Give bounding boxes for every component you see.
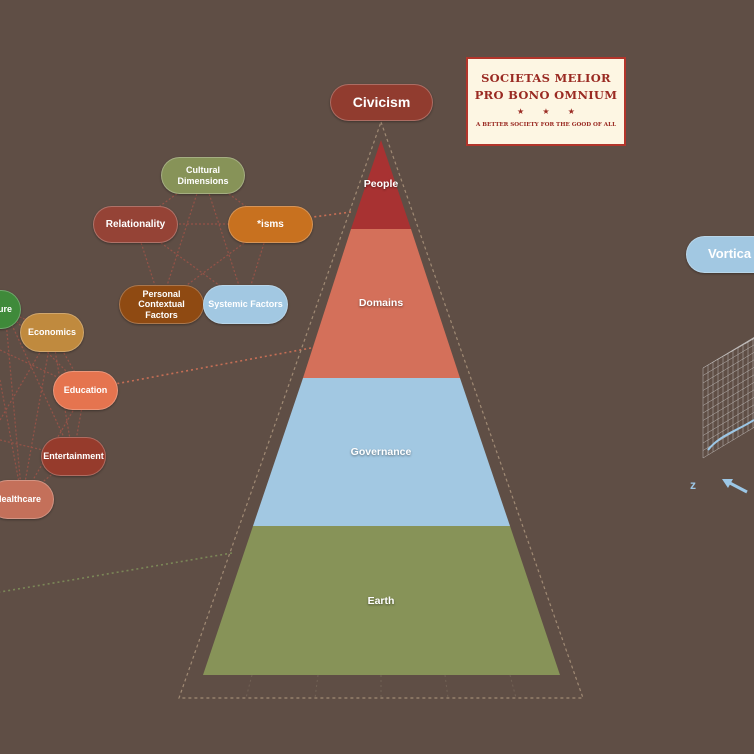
- title-civicism-pill[interactable]: Civicism: [330, 84, 433, 121]
- pyramid-tier-earth[interactable]: [203, 526, 560, 675]
- motto-line1: SOCIETAS MELIOR: [481, 71, 611, 85]
- node-economics[interactable]: Economics: [20, 313, 84, 352]
- connector-lines: [0, 211, 352, 593]
- node-vortical[interactable]: Vortica: [686, 236, 754, 273]
- motto-line2: PRO BONO OMNIUM: [474, 87, 618, 102]
- z-axis-arrow-icon: [722, 479, 748, 494]
- node-personal-contextual-factors[interactable]: Personal Contextual Factors: [119, 285, 204, 324]
- node-healthcare[interactable]: Healthcare: [0, 480, 54, 519]
- tier-label-domains: Domains: [358, 297, 404, 309]
- connector-earth-to-left: [0, 552, 233, 593]
- motto-subtitle: A BETTER SOCIETY FOR THE GOOD OF ALL: [475, 122, 617, 129]
- vortical-3d-grid: [702, 337, 754, 459]
- pyramid-tier-governance[interactable]: [253, 378, 510, 526]
- connector-people-to-isms: [312, 211, 352, 218]
- node-relationality[interactable]: Relationality: [93, 206, 178, 243]
- tier-label-governance: Governance: [350, 446, 412, 458]
- node-cultural-dimensions[interactable]: Cultural Dimensions: [161, 157, 245, 194]
- node-education[interactable]: Education: [53, 371, 118, 410]
- pyramid-tier-people[interactable]: [351, 140, 411, 229]
- motto-card: SOCIETAS MELIOR PRO BONO OMNIUM ★ ★ ★ A …: [466, 57, 626, 146]
- tier-label-people: People: [363, 178, 399, 190]
- pyramid-tier-domains[interactable]: [303, 229, 460, 378]
- node-systemic-factors[interactable]: Systemic Factors: [203, 285, 288, 324]
- node-entertainment[interactable]: Entertainment: [41, 437, 106, 476]
- tier-label-earth: Earth: [367, 595, 395, 607]
- node-isms[interactable]: *isms: [228, 206, 313, 243]
- motto-stars: ★ ★ ★: [517, 107, 583, 117]
- connector-domains-to-education: [114, 347, 312, 385]
- pyramid-base-rays: [245, 674, 517, 699]
- vortical-curve: [707, 419, 754, 451]
- z-axis-label: z: [690, 478, 696, 492]
- pyramid-outline: [178, 120, 584, 699]
